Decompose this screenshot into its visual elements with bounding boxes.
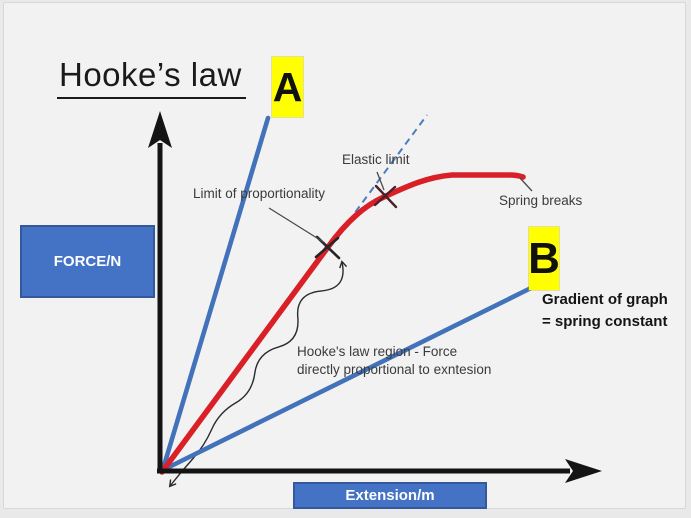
label-a-highlight: A — [272, 57, 303, 117]
elastic-limit-label: Elastic limit — [342, 152, 410, 167]
force-extension-curve — [159, 172, 526, 475]
page-title: Hooke’s law — [57, 56, 246, 99]
y-axis-label-box: FORCE/N — [20, 225, 155, 298]
line-b-shallow-spring — [160, 285, 534, 473]
elastic-limit-x-marker — [373, 184, 398, 209]
y-axis-arrowhead-icon — [148, 111, 172, 148]
spring-breaks-label: Spring breaks — [499, 193, 583, 208]
hookes-law-region-note: Hooke's law region - Force directly prop… — [297, 344, 492, 378]
limit-of-proportionality-leader — [268, 207, 326, 244]
label-b-highlight: B — [528, 227, 560, 290]
x-axis-label-box: Extension/m — [293, 482, 487, 509]
x-axis-arrowhead-icon — [565, 459, 602, 483]
gradient-spring-constant-note: Gradient of graph = spring constant — [542, 291, 668, 330]
line-a-steep-spring — [160, 115, 271, 472]
elastic-limit-leader — [376, 171, 385, 191]
limit-of-proportionality-label: Limit of proportionality — [193, 186, 326, 201]
spring-breaks-leader — [519, 177, 533, 192]
